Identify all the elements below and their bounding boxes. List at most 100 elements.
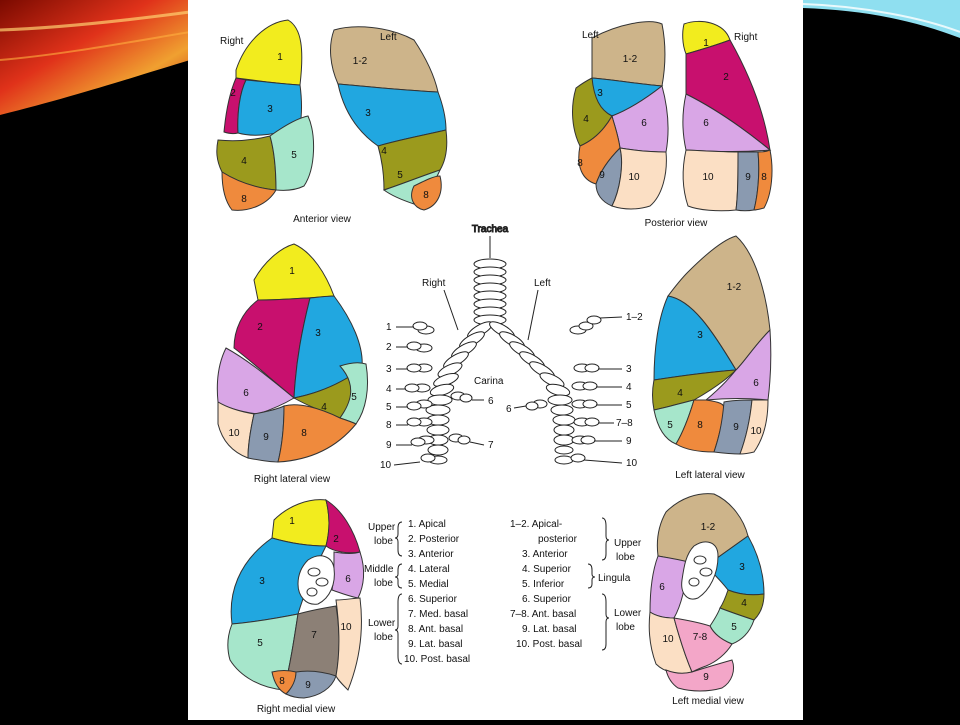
right-medial-num: 1 <box>289 516 295 527</box>
posterior-num: 1 <box>703 38 709 49</box>
left-medial-seg-9 <box>665 659 735 692</box>
posterior-num: 6 <box>641 118 647 129</box>
left-lateral-num: 8 <box>697 420 703 431</box>
anterior-num: 1-2 <box>353 56 368 67</box>
anterior-right-label: Right <box>220 36 244 47</box>
right-medial-view: 1 2 3 6 5 7 10 8 9 Right medial view <box>227 498 365 715</box>
left-lateral-num: 3 <box>697 330 703 341</box>
left-lateral-view: 1-2 3 4 6 5 8 9 10 Left lateral view <box>652 235 772 481</box>
svg-text:6: 6 <box>488 396 494 407</box>
svg-text:5: 5 <box>386 402 392 413</box>
svg-text:Lingula: Lingula <box>598 573 631 584</box>
right-medial-seg-2 <box>325 498 361 554</box>
svg-text:4: 4 <box>386 384 392 395</box>
svg-text:6: 6 <box>506 404 512 415</box>
left-medial-view-caption: Left medial view <box>672 696 744 707</box>
right-medial-num: 3 <box>259 576 265 587</box>
svg-text:9. Lat. basal: 9. Lat. basal <box>408 639 462 650</box>
right-segmental-branches <box>404 321 473 463</box>
svg-text:4. Superior: 4. Superior <box>522 564 572 575</box>
right-branch-numbers: 1 2 3 4 5 8 9 10 6 7 <box>380 322 494 471</box>
right-lateral-num: 3 <box>315 328 321 339</box>
right-lateral-num: 9 <box>263 432 269 443</box>
svg-text:5. Medial: 5. Medial <box>408 579 449 590</box>
svg-text:7: 7 <box>488 440 494 451</box>
svg-text:posterior: posterior <box>538 534 578 545</box>
svg-text:10: 10 <box>380 460 392 471</box>
slide-decoration-left <box>0 0 190 115</box>
trachea-label: Trachea <box>472 224 509 235</box>
right-lateral-view-caption: Right lateral view <box>254 474 331 485</box>
anterior-num: 3 <box>267 104 273 115</box>
svg-text:1: 1 <box>386 322 392 333</box>
svg-text:5: 5 <box>626 400 632 411</box>
right-medial-num: 2 <box>333 534 339 545</box>
left-lateral-num: 4 <box>677 388 683 399</box>
svg-text:7. Med. basal: 7. Med. basal <box>408 609 468 620</box>
left-lateral-num: 5 <box>667 420 673 431</box>
posterior-num: 9 <box>599 170 605 181</box>
svg-text:6. Superior: 6. Superior <box>522 594 572 605</box>
svg-text:8. Ant. basal: 8. Ant. basal <box>408 624 463 635</box>
svg-text:3: 3 <box>386 364 392 375</box>
left-branch-numbers: 1–2 3 4 5 7–8 9 10 6 <box>506 312 643 469</box>
posterior-num: 1-2 <box>623 54 638 65</box>
right-medial-num: 7 <box>311 630 317 641</box>
right-medial-num: 9 <box>305 680 311 691</box>
left-medial-num: 6 <box>659 582 665 593</box>
legend-right-lower-lobe: Lower lobe 6. Superior 7. Med. basal 8. … <box>368 593 470 665</box>
right-medial-num: 10 <box>340 622 352 633</box>
left-segmental-branches <box>525 315 602 463</box>
anterior-num: 2 <box>230 88 236 99</box>
posterior-num: 8 <box>761 172 767 183</box>
svg-text:7–8: 7–8 <box>616 418 633 429</box>
posterior-num: 4 <box>583 114 589 125</box>
left-lateral-num: 10 <box>750 426 762 437</box>
left-lateral-num: 6 <box>753 378 759 389</box>
right-lateral-num: 4 <box>321 402 327 413</box>
left-medial-num: 3 <box>739 562 745 573</box>
posterior-num: 6 <box>703 118 709 129</box>
anterior-left-seg-8 <box>411 175 442 211</box>
svg-text:5. Inferior: 5. Inferior <box>522 579 565 590</box>
diagram-panel: Right Left 1 2 3 4 5 8 1-2 3 4 5 8 Anter… <box>188 0 803 720</box>
svg-text:3: 3 <box>626 364 632 375</box>
right-medial-seg-10 <box>335 597 362 691</box>
svg-text:10: 10 <box>626 458 638 469</box>
svg-text:Upper: Upper <box>614 538 642 549</box>
svg-text:lobe: lobe <box>374 536 393 547</box>
anterior-num: 4 <box>381 146 387 157</box>
svg-text:10. Post. basal: 10. Post. basal <box>404 654 470 665</box>
right-medial-hilum-vessel <box>307 567 321 577</box>
left-lateral-num: 1-2 <box>727 282 742 293</box>
right-medial-num: 8 <box>279 676 285 687</box>
right-lateral-num: 8 <box>301 428 307 439</box>
left-medial-num: 7-8 <box>693 632 708 643</box>
svg-text:lobe: lobe <box>374 632 393 643</box>
left-medial-hilum-vessel <box>699 567 713 577</box>
anterior-num: 4 <box>241 156 247 167</box>
left-lateral-seg-10 <box>739 399 769 455</box>
left-medial-num: 10 <box>662 634 674 645</box>
svg-text:1–2. Apical-: 1–2. Apical- <box>510 519 562 530</box>
left-medial-seg-7-8 <box>673 617 733 673</box>
anterior-num: 5 <box>397 170 403 181</box>
svg-text:Middle: Middle <box>364 564 394 575</box>
anterior-num: 1 <box>277 52 283 63</box>
anterior-num: 8 <box>423 190 429 201</box>
svg-text:2. Posterior: 2. Posterior <box>408 534 460 545</box>
left-medial-hilum-vessel <box>688 577 700 587</box>
legend-left-upper-lobe: 1–2. Apical- posterior 3. Anterior Upper… <box>510 517 642 563</box>
svg-text:lobe: lobe <box>616 552 635 563</box>
anterior-num: 5 <box>291 150 297 161</box>
anterior-right-seg-1 <box>235 19 303 86</box>
bronchial-tree: Trachea <box>380 224 643 472</box>
left-medial-num: 1-2 <box>701 522 716 533</box>
svg-text:9: 9 <box>626 436 632 447</box>
left-medial-num: 9 <box>703 672 709 683</box>
legend-left-lingula: 4. Superior 5. Inferior Lingula <box>522 563 631 590</box>
right-lateral-num: 10 <box>228 428 240 439</box>
svg-text:4. Lateral: 4. Lateral <box>408 564 450 575</box>
bronchopulmonary-segments-diagram: Right Left 1 2 3 4 5 8 1-2 3 4 5 8 Anter… <box>216 19 773 715</box>
left-lateral-num: 9 <box>733 422 739 433</box>
